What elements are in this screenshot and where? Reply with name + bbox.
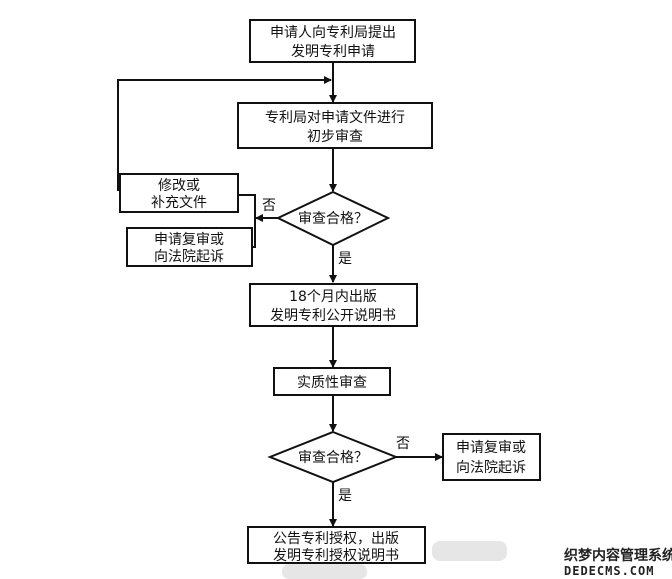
blur-smudge [432,541,507,561]
label-yes-2: 是 [338,488,352,504]
node-appeal1: 申请复审或 向法院起诉 [126,227,253,267]
node-grant-line2: 发明专利授权说明书 [273,548,399,564]
label-no-1: 否 [262,198,276,214]
watermark-line2: DEDECMS.COM [564,564,654,578]
node-appeal2: 申请复审或 向法院起诉 [442,433,541,481]
blur-smudge [282,564,367,579]
node-prelim: 专利局对申请文件进行 初步审查 [237,102,433,149]
decision-check1-label: 审查合格？ [298,211,368,227]
node-appeal2-line2: 向法院起诉 [456,460,526,476]
node-apply: 申请人向专利局提出 发明专利申请 [249,19,416,63]
node-prelim-line2: 初步审查 [307,128,363,145]
label-no-2: 否 [396,436,410,452]
watermark: 织梦内容管理系统 DEDECMS.COM [564,547,672,578]
node-appeal1-line1: 申请复审或 [154,231,224,248]
node-publish-line2: 发明专利公开说明书 [270,308,396,324]
decision-check1: 审查合格？ [275,190,391,247]
watermark-line1: 织梦内容管理系统 [564,547,672,564]
node-substantive: 实质性审查 [273,367,391,396]
node-appeal1-line2: 向法院起诉 [154,249,224,265]
node-amend-line1: 修改或 [158,178,200,194]
node-prelim-line1: 专利局对申请文件进行 [265,110,405,126]
node-appeal2-line1: 申请复审或 [456,439,526,456]
node-amend-line2: 补充文件 [151,195,207,211]
node-substantive-label: 实质性审查 [297,375,367,391]
node-publish-line1: 18个月内出版 [289,289,377,305]
node-apply-line2: 发明专利申请 [291,44,375,60]
node-grant: 公告专利授权，出版 发明专利授权说明书 [247,526,426,564]
label-yes-1: 是 [338,251,352,267]
node-grant-line1: 公告专利授权，出版 [273,531,399,547]
decision-check2-label: 审查合格？ [298,450,368,466]
node-publish: 18个月内出版 发明专利公开说明书 [249,283,418,327]
node-apply-line1: 申请人向专利局提出 [270,25,396,41]
node-amend: 修改或 补充文件 [119,173,239,213]
decision-check2: 审查合格？ [267,430,399,484]
connector-no-branch [238,194,256,248]
